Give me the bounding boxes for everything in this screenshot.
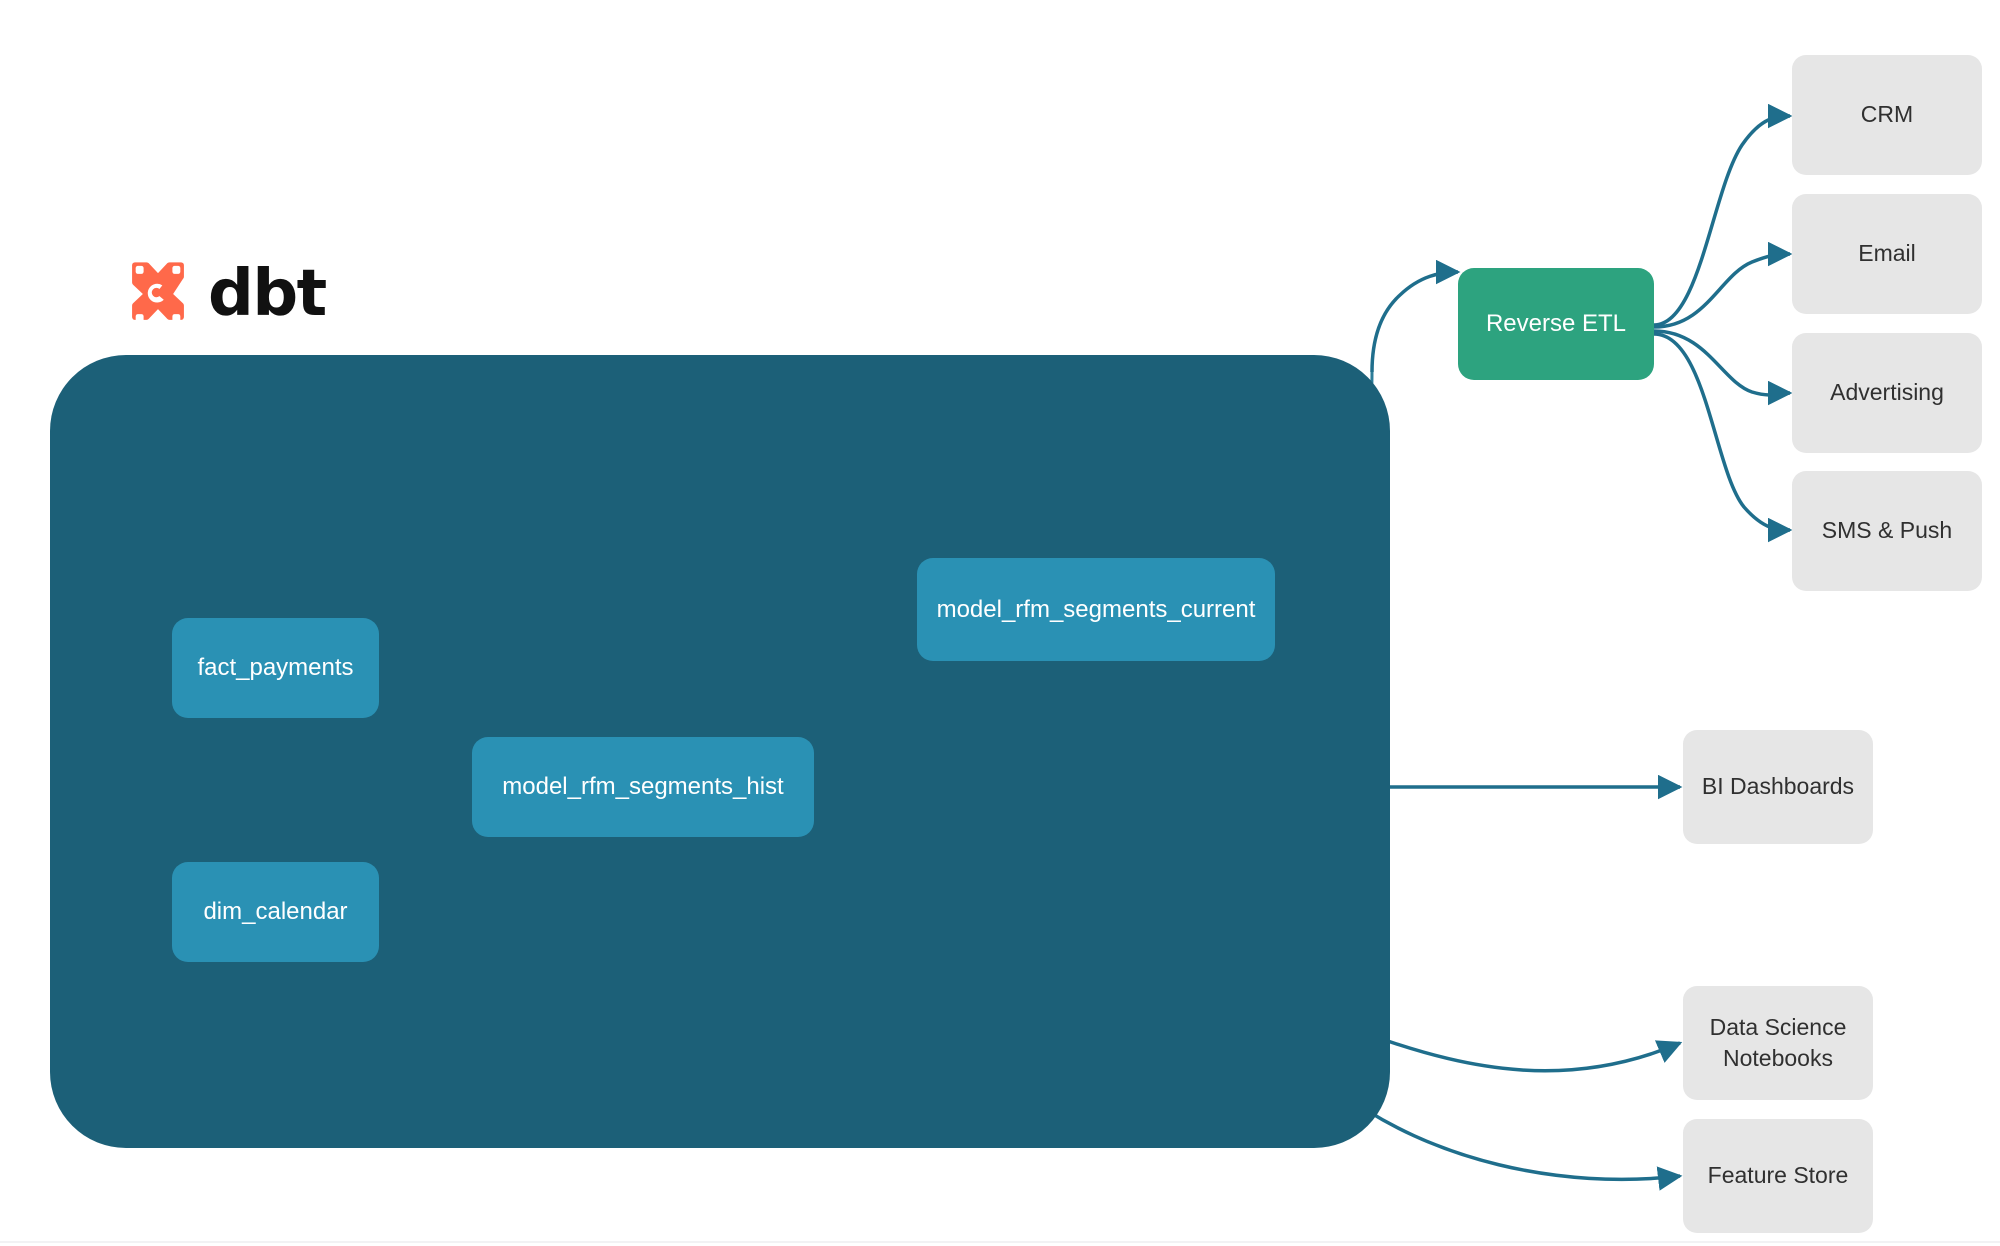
edge-current-to-reverse-etl <box>1370 259 1461 373</box>
node-label: Advertising <box>1830 379 1944 406</box>
node-dim-calendar[interactable]: dim_calendar <box>172 862 379 962</box>
node-label: model_rfm_segments_current <box>936 595 1256 623</box>
edge-reverse-etl-to-sms-push <box>1653 332 1793 543</box>
node-crm[interactable]: CRM <box>1792 55 1982 175</box>
node-label: Feature Store <box>1707 1162 1849 1189</box>
dbt-brand: dbt <box>122 257 327 331</box>
node-reverse-etl[interactable]: Reverse ETL <box>1458 268 1654 380</box>
node-email[interactable]: Email <box>1792 194 1982 314</box>
edge-reverse-etl-to-advertising <box>1653 329 1793 406</box>
node-label: model_rfm_segments_hist <box>502 773 784 800</box>
node-sms-push[interactable]: SMS & Push <box>1792 471 1982 591</box>
edge-reverse-etl-to-crm <box>1653 103 1793 327</box>
dbt-wordmark: dbt <box>208 257 327 331</box>
edge-to-feature-store <box>1338 1090 1683 1191</box>
node-model-rfm-segments-current[interactable]: model_rfm_segments_current <box>917 558 1275 661</box>
bottom-divider <box>0 1241 2000 1243</box>
node-data-science-notebooks[interactable]: Data Science Notebooks <box>1683 986 1873 1100</box>
dbt-logo-icon <box>132 262 184 323</box>
node-feature-store[interactable]: Feature Store <box>1683 1119 1873 1233</box>
node-label: SMS & Push <box>1821 517 1953 544</box>
node-model-rfm-segments-hist[interactable]: model_rfm_segments_hist <box>472 737 814 837</box>
node-label: dim_calendar <box>203 898 348 925</box>
node-label: BI Dashboards <box>1701 773 1855 800</box>
node-label: fact_payments <box>197 654 354 681</box>
node-bi-dashboards[interactable]: BI Dashboards <box>1683 730 1873 844</box>
node-advertising[interactable]: Advertising <box>1792 333 1982 453</box>
edge-reverse-etl-to-email <box>1653 241 1793 329</box>
node-label: CRM <box>1860 101 1914 128</box>
node-label: Data Science Notebooks <box>1709 1013 1847 1071</box>
node-label: Email <box>1858 240 1916 267</box>
node-label: Reverse ETL <box>1485 310 1627 337</box>
edge-to-data-science-notebooks <box>1375 1035 1683 1073</box>
node-fact-payments[interactable]: fact_payments <box>172 618 379 718</box>
